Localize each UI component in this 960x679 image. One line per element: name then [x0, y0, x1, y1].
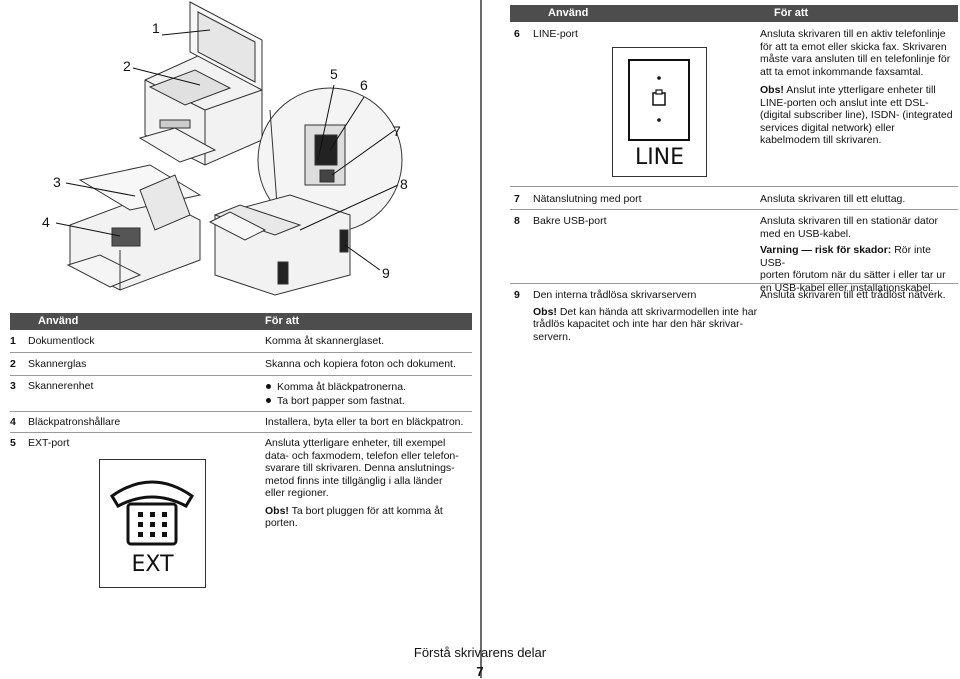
row-name: EXT-port [28, 437, 70, 449]
row-number: 2 [10, 358, 16, 370]
divider [10, 432, 472, 433]
telephone-icon [109, 480, 195, 546]
bullet-item: Komma åt bläckpatronerna. [265, 380, 406, 394]
desc-line: Ansluta skrivaren till en stationär dato… [760, 215, 939, 227]
row-name: Bläckpatronshållare [28, 416, 121, 428]
row-desc: Installera, byta eller ta bort en bläckp… [265, 416, 464, 428]
row-number: 4 [10, 416, 16, 428]
note-label: Obs! [533, 305, 557, 318]
desc-line: metod finns inte tillgänglig i alla länd… [265, 474, 443, 487]
page-footer-title: Förstå skrivarens delar [413, 645, 547, 660]
table-row: 5 EXT-port Ansluta ytterligare enheter, … [10, 437, 472, 587]
note-text: trådlös kapacitet och inte har den här s… [533, 318, 744, 330]
column-divider [480, 0, 482, 678]
callout-6: 6 [360, 77, 368, 93]
note-text: (digital subscriber line), ISDN- (integr… [760, 109, 953, 121]
note-text: services digital network) eller [760, 121, 895, 134]
row-name: Dokumentlock [28, 335, 95, 347]
note-text: kabelmodem till skrivaren. [760, 134, 882, 146]
desc-line: eller regioner. [265, 487, 329, 499]
row-desc: Ansluta skrivaren till en aktiv telefonl… [760, 28, 953, 147]
note-text: Ta bort pluggen för att komma åt [291, 504, 443, 517]
divider [510, 283, 958, 284]
callout-8: 8 [400, 176, 408, 192]
row-number: 6 [514, 28, 520, 40]
divider [10, 375, 472, 376]
line-label: LINE [634, 145, 685, 170]
row-number: 1 [10, 335, 16, 347]
row-desc: Skanna och kopiera foton och dokument. [265, 358, 456, 370]
phone-jack-icon [628, 59, 690, 141]
line-port-icon-box: LINE [612, 47, 707, 177]
divider [10, 352, 472, 353]
note-text: servern. [533, 330, 571, 343]
desc-line: Ansluta ytterligare enheter, till exempe… [265, 437, 446, 449]
desc-line: svarare till skrivaren. Denna anslutning… [265, 462, 455, 474]
row-desc: Ansluta skrivaren till ett trådlöst nätv… [760, 289, 946, 301]
callout-5: 5 [330, 66, 338, 82]
left-header-use: Använd [38, 315, 79, 327]
row-desc: Ansluta ytterligare enheter, till exempe… [265, 437, 459, 530]
row-bullets: Komma åt bläckpatronerna. Ta bort papper… [265, 380, 406, 408]
bullet-item: Ta bort papper som fastnat. [265, 394, 406, 408]
row-name: Bakre USB-port [533, 215, 607, 227]
note-text: porten. [265, 517, 298, 529]
warning: Varning — risk för skador: Rör inte USB- [760, 244, 954, 269]
ext-port-icon-box: EXT [99, 459, 206, 588]
note: Obs! Ta bort pluggen för att komma åt [265, 505, 459, 518]
callout-1: 1 [152, 20, 160, 36]
desc-line: måste vara ansluten till en telefonlinje… [760, 53, 951, 65]
right-header-use: Använd [548, 7, 589, 19]
left-header-for: För att [265, 315, 300, 327]
row-name: LINE-port [533, 28, 578, 40]
callout-9: 9 [382, 265, 390, 281]
ext-label: EXT [131, 552, 174, 577]
callout-7: 7 [393, 123, 401, 139]
note: Obs! Det kan hända att skrivarmodellen i… [533, 306, 757, 319]
warning-text: en USB-kabel eller installationskabel. [760, 281, 934, 294]
callout-3: 3 [53, 174, 61, 190]
warning-text: porten förutom när du sätter i eller tar… [760, 269, 946, 281]
warning-label: Varning — risk för skador: [760, 244, 892, 256]
divider [10, 411, 472, 412]
row-name: Den interna trådlösa skrivarservern [533, 289, 697, 301]
row-number: 5 [10, 437, 16, 449]
row-name: Skannerenhet [28, 380, 94, 392]
row-number: 9 [514, 289, 520, 301]
callout-2: 2 [123, 58, 131, 74]
row-desc: Ansluta skrivaren till ett eluttag. [760, 193, 906, 205]
row-name-block: Den interna trådlösa skrivarservern Obs!… [533, 289, 757, 343]
divider [510, 209, 958, 210]
row-number: 7 [514, 193, 520, 205]
table-row: 6 LINE-port Ansluta skrivaren till en ak… [514, 28, 954, 178]
right-header-for: För att [774, 7, 809, 19]
desc-line: för att ta emot eller skicka fax. Skriva… [760, 40, 947, 53]
note-text: Det kan hända att skrivarmodellen inte h… [559, 305, 758, 318]
desc-line: Ansluta skrivaren till en aktiv telefonl… [760, 28, 946, 40]
desc-line: med en USB-kabel. [760, 227, 852, 240]
left-table-header: Använd För att [10, 313, 472, 330]
row-name: Skannerglas [28, 358, 87, 370]
row-desc: Ansluta skrivaren till en stationär dato… [760, 215, 954, 294]
page-number: 7 [476, 664, 484, 679]
note-text: LINE-porten och anslut inte ett DSL- [760, 96, 929, 109]
row-desc: Komma åt skannerglaset. [265, 335, 385, 347]
note-text: Anslut inte ytterligare enheter till [786, 84, 936, 96]
warning-text: Rör inte USB- [760, 244, 931, 269]
desc-line: data- och faxmodem, telefon eller telefo… [265, 449, 459, 462]
row-number: 8 [514, 215, 520, 227]
callout-4: 4 [42, 214, 50, 230]
divider [510, 186, 958, 187]
printer-illustration [55, 1, 403, 296]
desc-line: att ta emot inkommande faxsamtal. [760, 65, 924, 78]
row-name: Nätanslutning med port [533, 193, 642, 205]
row-number: 3 [10, 380, 16, 392]
note: Obs! Anslut inte ytterligare enheter til… [760, 84, 953, 97]
right-table-header: Använd För att [510, 5, 958, 22]
note-label: Obs! [265, 504, 289, 517]
note-label: Obs! [760, 84, 784, 96]
